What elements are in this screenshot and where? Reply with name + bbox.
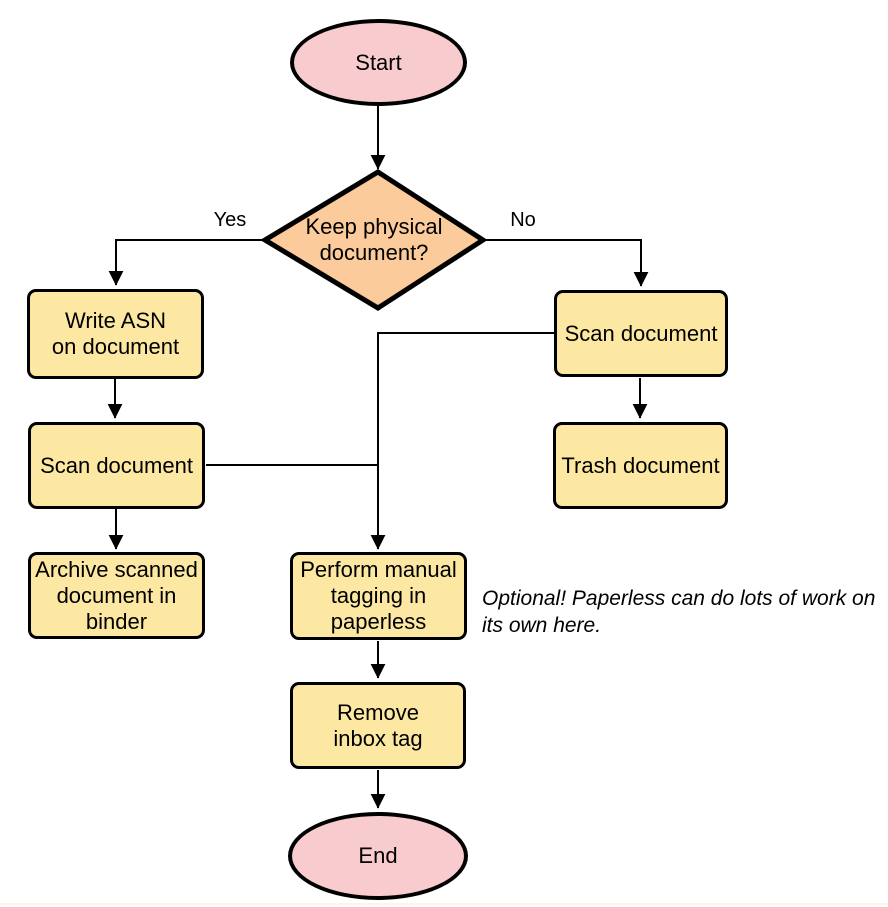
node-start-label: Start	[355, 49, 402, 75]
node-decision: Keep physical document?	[265, 172, 483, 308]
node-archive: Archive scanned document in binder	[28, 552, 205, 639]
node-tagging-label-line1: Perform manual	[300, 557, 457, 582]
node-scan-right: Scan document	[554, 290, 728, 377]
edge-decision-yes-to-write-asn	[108, 239, 265, 286]
node-scan-left-label: Scan document	[40, 452, 193, 478]
node-trash: Trash document	[553, 422, 728, 509]
node-archive-label-line3: binder	[85, 608, 148, 634]
node-tagging: Perform manual tagging in paperless	[290, 552, 467, 640]
node-decision-label-line1: Keep physical	[305, 214, 443, 239]
note-optional: Optional! Paperless can do lots of work …	[482, 585, 886, 639]
node-start: Start	[290, 19, 467, 106]
bottom-edge-line	[0, 903, 888, 905]
node-write-asn: Write ASN on document	[27, 289, 204, 379]
node-trash-label: Trash document	[561, 452, 720, 478]
node-tagging-label-line3: paperless	[330, 609, 427, 634]
node-remove-inbox: Remove inbox tag	[290, 682, 466, 769]
node-scan-right-label: Scan document	[564, 320, 718, 346]
edge-decision-no-to-scan-right	[483, 239, 649, 287]
node-write-asn-label-line2: on document	[51, 334, 180, 359]
node-archive-label-line2: document in	[56, 582, 177, 608]
node-end: End	[288, 812, 468, 900]
node-write-asn-label-line1: Write ASN	[64, 308, 167, 333]
note-optional-line1: Optional! Paperless can do lots of work …	[482, 587, 876, 610]
node-tagging-label-line2: tagging in	[330, 583, 427, 608]
node-decision-label-line2: document?	[319, 240, 429, 265]
node-end-label: End	[358, 843, 398, 868]
edge-scan-right-to-tagging	[370, 332, 554, 550]
edge-label-yes: Yes	[200, 209, 260, 231]
node-scan-left: Scan document	[28, 422, 205, 509]
edge-label-no: No	[493, 209, 553, 231]
decision-diamond-shape	[260, 169, 488, 311]
note-optional-line2: its own here.	[482, 614, 602, 637]
node-remove-inbox-label-line2: inbox tag	[333, 725, 423, 751]
node-remove-inbox-label-line1: Remove	[337, 699, 419, 725]
node-archive-label-line1: Archive scanned	[35, 556, 198, 582]
